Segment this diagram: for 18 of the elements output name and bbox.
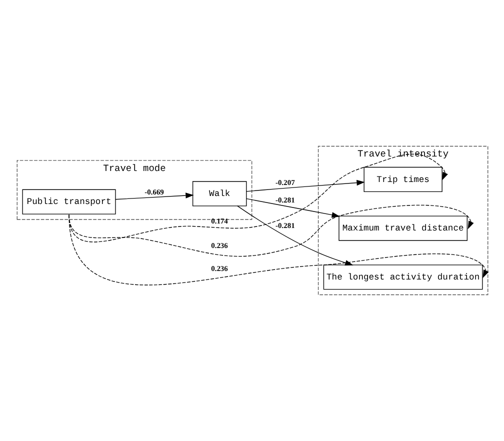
- arrow: [68, 204, 474, 257]
- edge-label: -0.207: [275, 178, 294, 187]
- node-box: The longest activity duration: [322, 264, 482, 290]
- arrow: [68, 214, 488, 286]
- node-box: Maximum travel distance: [338, 216, 468, 241]
- arrow: [114, 192, 194, 200]
- edge-label: 0.236: [210, 264, 228, 273]
- node-box: Walk: [192, 181, 246, 206]
- edge-label: -0.281: [275, 221, 294, 230]
- edge-label: 0.236: [210, 240, 228, 250]
- arrow: [246, 180, 364, 192]
- node-box: Public transport: [22, 189, 116, 214]
- edge-label: -0.281: [275, 195, 294, 204]
- node-box: Trip times: [363, 166, 442, 192]
- arrow: [246, 198, 340, 218]
- arrow: [236, 206, 353, 266]
- arrow: [68, 154, 448, 242]
- edge-label: -0.669: [144, 187, 164, 196]
